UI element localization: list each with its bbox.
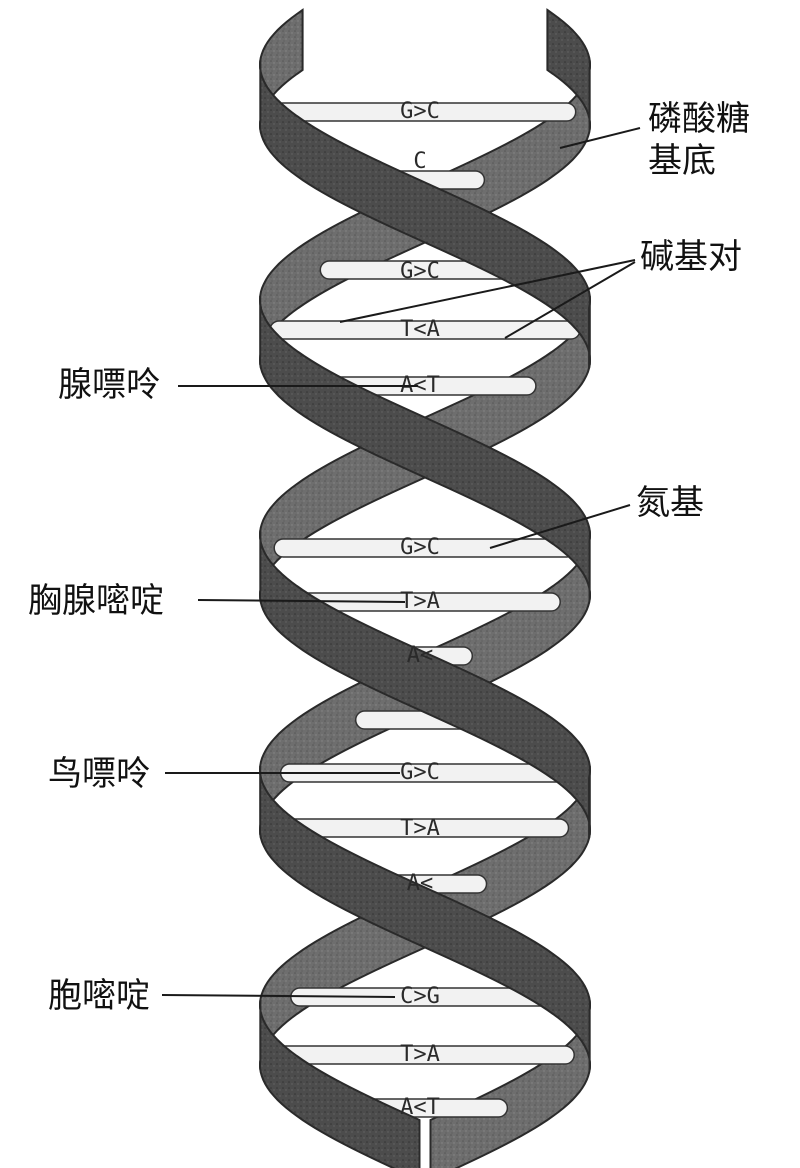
strand-a-segment-0 [546,8,592,131]
base-pair-label: T>A [400,589,440,614]
leader-base-pair-a [339,259,636,323]
base-pair-labels: G>CCG>CT<AA<TG>CT>AA<G>CT>AA<C>GT>AA<T [400,99,440,1120]
strand-b-segment-5 [258,999,421,1168]
base-pair-label: T<A [400,317,440,342]
strand-a-segment-2 [258,295,592,601]
leader-thymine [197,599,406,603]
base-pair-label: G>C [400,760,440,785]
strand-b-segment-1 [258,59,592,369]
label-cytosine: 胞嘧啶 [48,976,150,1016]
base-pair-label: G>C [400,99,440,124]
strand-a-segment-4 [258,765,592,1071]
label-nitrogen-base: 氮基 [636,483,704,523]
leader-cytosine [161,994,396,998]
base-pair-label: T>A [400,1042,440,1067]
strand-b-segment-3 [258,529,592,839]
leader-base-pair-b [504,261,636,339]
leader-backbone [559,127,641,149]
strand-a-segment-5 [429,999,592,1168]
label-backbone-line1: 磷酸糖 [648,99,750,139]
base-pair-label: A<T [400,1095,440,1120]
label-base-pair: 碱基对 [640,237,742,277]
leader-nitrogen-base [489,504,631,549]
label-adenine: 腺嘌呤 [58,365,160,405]
base-pair-label: G>C [400,535,440,560]
base-pair-label: A< [407,871,434,896]
label-guanine: 鸟嘌呤 [48,754,150,794]
base-pair-label: A< [407,643,434,668]
base-pair-label: G>C [400,259,440,284]
base-pair-label: C [413,149,426,174]
front-backbone-strand [258,8,592,1168]
base-pair-label: T>A [400,816,440,841]
label-thymine: 胸腺嘧啶 [28,581,164,621]
label-backbone-line2: 基底 [648,141,716,181]
leader-lines [161,127,641,998]
base-pair-label: C>G [400,984,440,1009]
